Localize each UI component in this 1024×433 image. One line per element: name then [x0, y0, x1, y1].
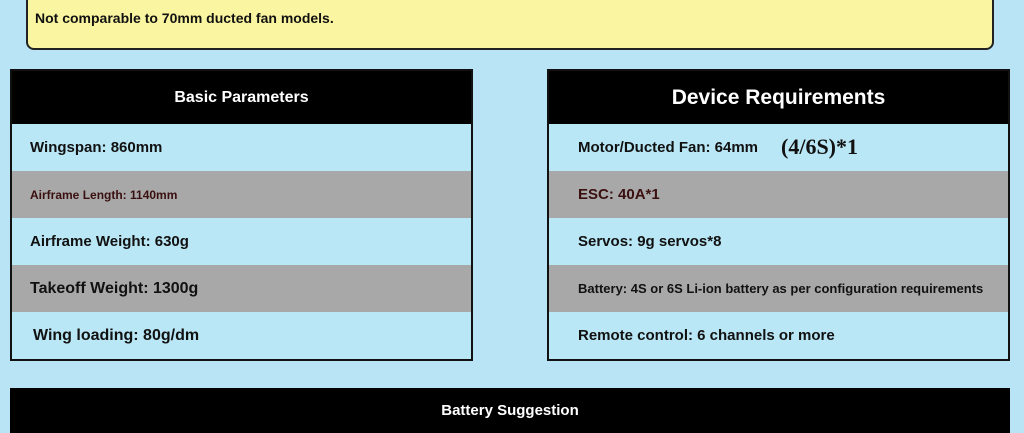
device-label: Remote control: 6 channels or more [578, 327, 835, 344]
device-requirements-panel: Device Requirements Motor/Ducted Fan: 64… [547, 69, 1010, 361]
device-row-esc: ESC: 40A*1 [549, 171, 1008, 218]
motor-config-label: (4/6S)*1 [781, 134, 858, 159]
device-label: ESC: 40A*1 [578, 186, 660, 203]
basic-parameters-title: Basic Parameters [12, 71, 471, 124]
param-label: Airframe Weight: 630g [30, 233, 189, 250]
device-label: Motor/Ducted Fan: 64mm [578, 139, 759, 156]
device-label: Battery: 4S or 6S Li-ion battery as per … [578, 281, 984, 296]
notice-text: Not comparable to 70mm ducted fan models… [35, 10, 334, 26]
device-row-motor: Motor/Ducted Fan: 64mm (4/6S)*1 [549, 124, 1008, 171]
param-row-takeoff-weight: Takeoff Weight: 1300g [12, 265, 471, 312]
device-label: Servos: 9g servos*8 [578, 233, 722, 250]
param-label: Wingspan: 860mm [30, 139, 163, 156]
param-label: Takeoff Weight: 1300g [30, 279, 199, 297]
param-row-wingspan: Wingspan: 860mm [12, 124, 471, 171]
battery-suggestion-title: Battery Suggestion [441, 402, 579, 419]
device-row-servos: Servos: 9g servos*8 [549, 218, 1008, 265]
device-row-remote-control: Remote control: 6 channels or more [549, 312, 1008, 359]
param-row-airframe-weight: Airframe Weight: 630g [12, 218, 471, 265]
device-requirements-title: Device Requirements [549, 71, 1008, 124]
battery-suggestion-header: Battery Suggestion [10, 388, 1010, 433]
basic-parameters-panel: Basic Parameters Wingspan: 860mm Airfram… [10, 69, 473, 361]
param-row-airframe-length: Airframe Length: 1140mm [12, 171, 471, 218]
param-label: Airframe Length: 1140mm [30, 187, 178, 202]
notice-box: Not comparable to 70mm ducted fan models… [26, 0, 994, 50]
device-row-battery: Battery: 4S or 6S Li-ion battery as per … [549, 265, 1008, 312]
param-label: Wing loading: 80g/dm [33, 326, 200, 344]
param-row-wing-loading: Wing loading: 80g/dm [12, 312, 471, 359]
